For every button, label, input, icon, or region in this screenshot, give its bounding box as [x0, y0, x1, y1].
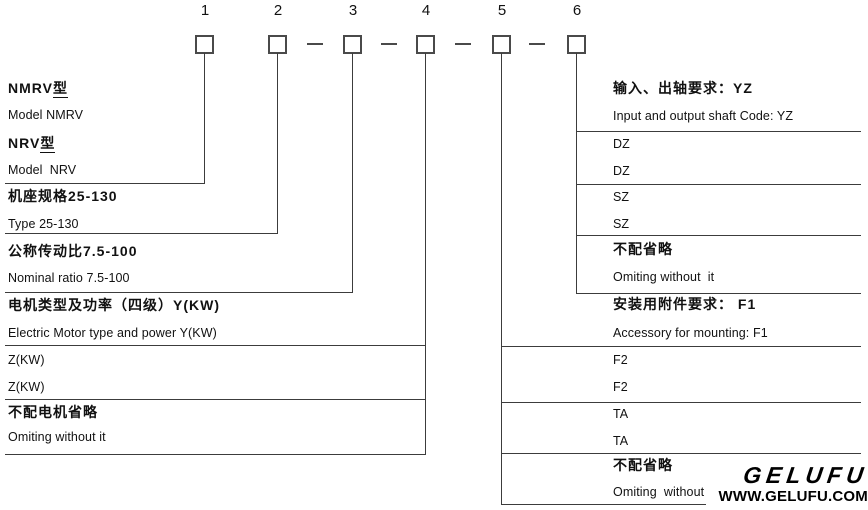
gelufu-logo: GELUFU WWW.GELUFU.COM — [706, 462, 868, 510]
label-ratio-zh: 公称传动比7.5-100 — [8, 243, 138, 259]
code-box-1 — [195, 35, 214, 54]
rule-left-3 — [5, 292, 353, 293]
model-nmrv-suffix: 型 — [52, 80, 68, 98]
label-ta-2: TA — [613, 434, 629, 448]
label-model-nrv-zh: NRV型 — [8, 135, 56, 153]
rule-left-5 — [5, 399, 426, 400]
dash-separator — [381, 43, 397, 45]
label-f2-2: F2 — [613, 380, 628, 394]
label-ta-1: TA — [613, 407, 629, 421]
label-shaft-req-en: Input and output shaft Code: YZ — [613, 109, 794, 123]
rule-right-5 — [501, 346, 861, 347]
model-nmrv-prefix: NMRV — [8, 80, 53, 96]
code-box-3 — [343, 35, 362, 54]
position-number-6: 6 — [572, 2, 582, 19]
position-number-5: 5 — [497, 2, 507, 19]
rule-right-4 — [576, 293, 861, 294]
rule-right-8 — [501, 504, 861, 505]
label-ratio-en: Nominal ratio 7.5-100 — [8, 271, 130, 285]
label-omit-shaft-zh: 不配省略 — [613, 241, 673, 257]
label-no-motor-en: Omiting without it — [8, 430, 106, 444]
code-box-4 — [416, 35, 435, 54]
label-omit-mounting-en: Omiting without it — [613, 485, 718, 499]
leader-line-1 — [204, 53, 205, 183]
label-frame-size-en: Type 25-130 — [8, 217, 79, 231]
position-number-4: 4 — [421, 2, 431, 19]
rule-right-2 — [576, 184, 861, 185]
code-box-5 — [492, 35, 511, 54]
label-omit-mounting-zh: 不配省略 — [613, 457, 673, 473]
label-model-nmrv-zh: NMRV型 — [8, 80, 68, 98]
label-mounting-zh: 安装用附件要求： F1 — [613, 296, 757, 312]
label-no-motor-zh: 不配电机省略 — [8, 404, 98, 420]
position-number-2: 2 — [273, 2, 283, 19]
label-model-nrv-en: Model NRV — [8, 163, 77, 177]
label-dz-1: DZ — [613, 137, 630, 151]
gelufu-logo-text: GELUFU — [741, 462, 868, 488]
code-box-2 — [268, 35, 287, 54]
rule-right-3 — [576, 235, 861, 236]
label-motor-type-en: Electric Motor type and power Y(KW) — [8, 326, 217, 340]
position-number-1: 1 — [200, 2, 210, 19]
code-box-6 — [567, 35, 586, 54]
rule-left-1 — [5, 183, 205, 184]
position-number-3: 3 — [348, 2, 358, 19]
rule-left-6 — [5, 454, 426, 455]
label-f2-1: F2 — [613, 353, 628, 367]
label-mounting-en: Accessory for mounting: F1 — [613, 326, 768, 340]
label-model-nmrv-en: Model NMRV — [8, 108, 84, 122]
gelufu-website: WWW.GELUFU.COM — [718, 488, 868, 505]
label-zkw-2: Z(KW) — [8, 380, 45, 394]
rule-right-1 — [576, 131, 861, 132]
rule-right-7 — [501, 453, 861, 454]
label-sz-1: SZ — [613, 190, 630, 204]
label-omit-shaft-en: Omiting without it — [613, 270, 715, 284]
label-frame-size-zh: 机座规格25-130 — [8, 188, 118, 204]
label-sz-2: SZ — [613, 217, 630, 231]
rule-left-4 — [5, 345, 426, 346]
leader-line-3 — [352, 53, 353, 292]
label-zkw-1: Z(KW) — [8, 353, 45, 367]
label-motor-type-zh: 电机类型及功率（四级）Y(KW) — [8, 297, 220, 313]
dash-separator — [529, 43, 545, 45]
leader-line-4 — [425, 53, 426, 454]
model-nrv-suffix: 型 — [40, 135, 56, 153]
model-nrv-prefix: NRV — [8, 135, 41, 151]
leader-line-6 — [576, 53, 577, 293]
rule-left-2 — [5, 233, 278, 234]
dash-separator — [455, 43, 471, 45]
leader-line-2 — [277, 53, 278, 233]
label-shaft-req-zh: 输入、出轴要求：YZ — [613, 80, 753, 96]
dash-separator — [307, 43, 323, 45]
label-dz-2: DZ — [613, 164, 630, 178]
leader-line-5 — [501, 53, 502, 504]
rule-right-6 — [501, 402, 861, 403]
